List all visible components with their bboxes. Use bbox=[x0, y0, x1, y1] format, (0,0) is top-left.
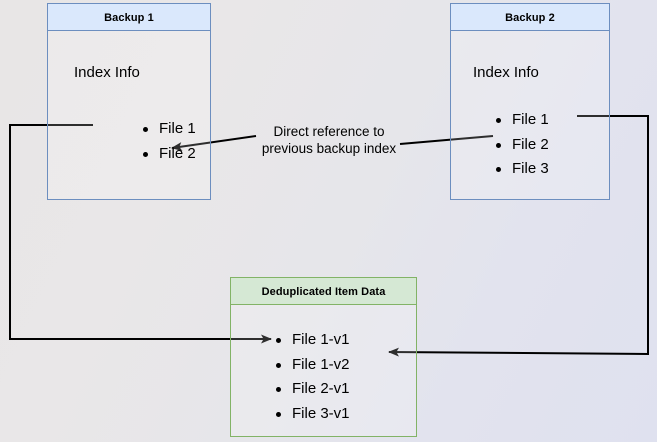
dedup-item-list: File 1-v1 File 1-v2 File 2-v1 File 3-v1 bbox=[274, 328, 350, 426]
direct-reference-annotation: Direct reference to previous backup inde… bbox=[249, 123, 409, 157]
list-item: File 2-v1 bbox=[274, 377, 350, 402]
backup1-node[interactable]: Backup 1 Index Info File 1 File 2 bbox=[47, 3, 211, 200]
backup2-index-info-label: Index Info bbox=[473, 64, 539, 81]
deduplicated-item-data-node[interactable]: Deduplicated Item Data File 1-v1 File 1-… bbox=[230, 277, 417, 437]
annotation-line-2: previous backup index bbox=[261, 141, 397, 156]
list-item: File 2 bbox=[141, 142, 196, 167]
list-item: File 3-v1 bbox=[274, 402, 350, 427]
list-item: File 3 bbox=[494, 157, 549, 182]
backup1-file-list: File 1 File 2 bbox=[141, 117, 196, 166]
list-item: File 1 bbox=[141, 117, 196, 142]
backup1-index-info-label: Index Info bbox=[74, 64, 140, 81]
list-item: File 1-v1 bbox=[274, 328, 350, 353]
backup2-header: Backup 2 bbox=[450, 3, 610, 31]
list-item: File 1-v2 bbox=[274, 353, 350, 378]
backup2-file-list: File 1 File 2 File 3 bbox=[494, 108, 549, 182]
annotation-line-1: Direct reference to bbox=[273, 124, 385, 139]
backup2-node[interactable]: Backup 2 Index Info File 1 File 2 File 3 bbox=[450, 3, 610, 200]
list-item: File 2 bbox=[494, 133, 549, 158]
deduplicated-item-data-header: Deduplicated Item Data bbox=[230, 277, 417, 305]
backup1-header: Backup 1 bbox=[47, 3, 211, 31]
list-item: File 1 bbox=[494, 108, 549, 133]
